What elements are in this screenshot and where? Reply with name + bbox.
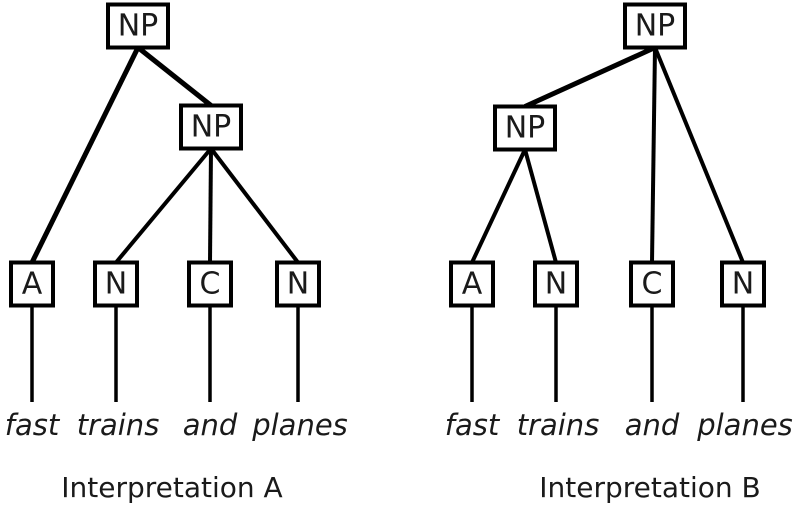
edge-b-root-np-to-b-pos-n2 <box>653 46 745 264</box>
word-b-word-planes: planes <box>696 408 793 442</box>
node-b-inner-np[interactable]: NP <box>493 104 557 152</box>
word-b-word-trains: trains <box>517 408 600 442</box>
word-a-word-planes: planes <box>251 408 348 442</box>
word-group-interpretation-a: fast trains and planes <box>5 408 348 442</box>
word-a-word-and: and <box>183 408 238 442</box>
edge-a-inner-np-to-a-pos-n1 <box>114 147 213 264</box>
node-label-a-pos-a: A <box>22 267 43 302</box>
node-label-b-pos-n1: N <box>545 267 567 302</box>
word-group-interpretation-b: fast trains and planes <box>445 408 793 442</box>
word-b-word-fast: fast <box>445 408 501 442</box>
node-box-b-inner-np <box>493 104 557 152</box>
node-label-b-pos-n2: N <box>732 267 754 302</box>
node-box-b-pos-n2 <box>720 260 766 308</box>
node-label-b-pos-a: A <box>462 267 483 302</box>
edge-a-inner-np-to-a-pos-c <box>208 148 213 263</box>
node-box-b-root-np <box>623 2 687 50</box>
node-a-pos-a[interactable]: A <box>9 260 55 308</box>
node-group-interpretation-b: NP NP A N C N <box>449 2 766 308</box>
node-b-root-np[interactable]: NP <box>623 2 687 50</box>
caption-interpretation-b: Interpretation B <box>539 471 761 504</box>
node-group-interpretation-a: NP NP A N C N <box>9 2 321 308</box>
node-box-a-pos-c <box>187 260 233 308</box>
node-b-pos-n2[interactable]: N <box>720 260 766 308</box>
node-box-a-inner-np <box>179 103 243 151</box>
edge-b-root-np-to-b-inner-np <box>523 45 657 109</box>
node-box-a-pos-n1 <box>93 260 139 308</box>
node-label-a-pos-c: C <box>200 267 221 302</box>
node-b-pos-n1[interactable]: N <box>533 260 579 308</box>
node-box-b-pos-c <box>629 260 675 308</box>
node-a-pos-c[interactable]: C <box>187 260 233 308</box>
node-label-b-root-np: NP <box>635 9 676 44</box>
node-label-b-pos-c: C <box>642 267 663 302</box>
node-a-pos-n1[interactable]: N <box>93 260 139 308</box>
node-a-root-np[interactable]: NP <box>106 2 170 50</box>
caption-interpretation-a: Interpretation A <box>61 471 282 504</box>
node-label-a-inner-np: NP <box>191 110 232 145</box>
node-box-a-root-np <box>106 2 170 50</box>
node-box-b-pos-a <box>449 260 495 308</box>
word-stem-group-interpretation-a <box>30 305 300 402</box>
edge-group-interpretation-a <box>29 45 300 264</box>
edge-a-inner-np-to-a-pos-n2 <box>209 147 300 264</box>
edge-b-root-np-to-b-pos-c <box>650 47 657 263</box>
edge-a-root-np-to-a-pos-a <box>29 46 141 264</box>
word-b-word-and: and <box>625 408 680 442</box>
node-label-a-pos-n2: N <box>287 267 309 302</box>
edge-a-root-np-to-a-inner-np <box>136 45 213 108</box>
node-a-pos-n2[interactable]: N <box>275 260 321 308</box>
word-a-word-fast: fast <box>5 408 61 442</box>
node-label-a-root-np: NP <box>118 9 159 44</box>
node-b-pos-a[interactable]: A <box>449 260 495 308</box>
node-label-a-pos-n1: N <box>105 267 127 302</box>
edge-b-inner-np-to-b-pos-a <box>470 148 527 264</box>
node-b-pos-c[interactable]: C <box>629 260 675 308</box>
word-stem-group-interpretation-b <box>470 305 745 402</box>
node-a-inner-np[interactable]: NP <box>179 103 243 151</box>
node-box-a-pos-a <box>9 260 55 308</box>
word-a-word-trains: trains <box>77 408 160 442</box>
node-label-b-inner-np: NP <box>505 111 546 146</box>
node-box-b-pos-n1 <box>533 260 579 308</box>
edge-b-inner-np-to-b-pos-n1 <box>523 148 558 264</box>
node-box-a-pos-n2 <box>275 260 321 308</box>
edge-group-interpretation-b <box>470 45 745 264</box>
